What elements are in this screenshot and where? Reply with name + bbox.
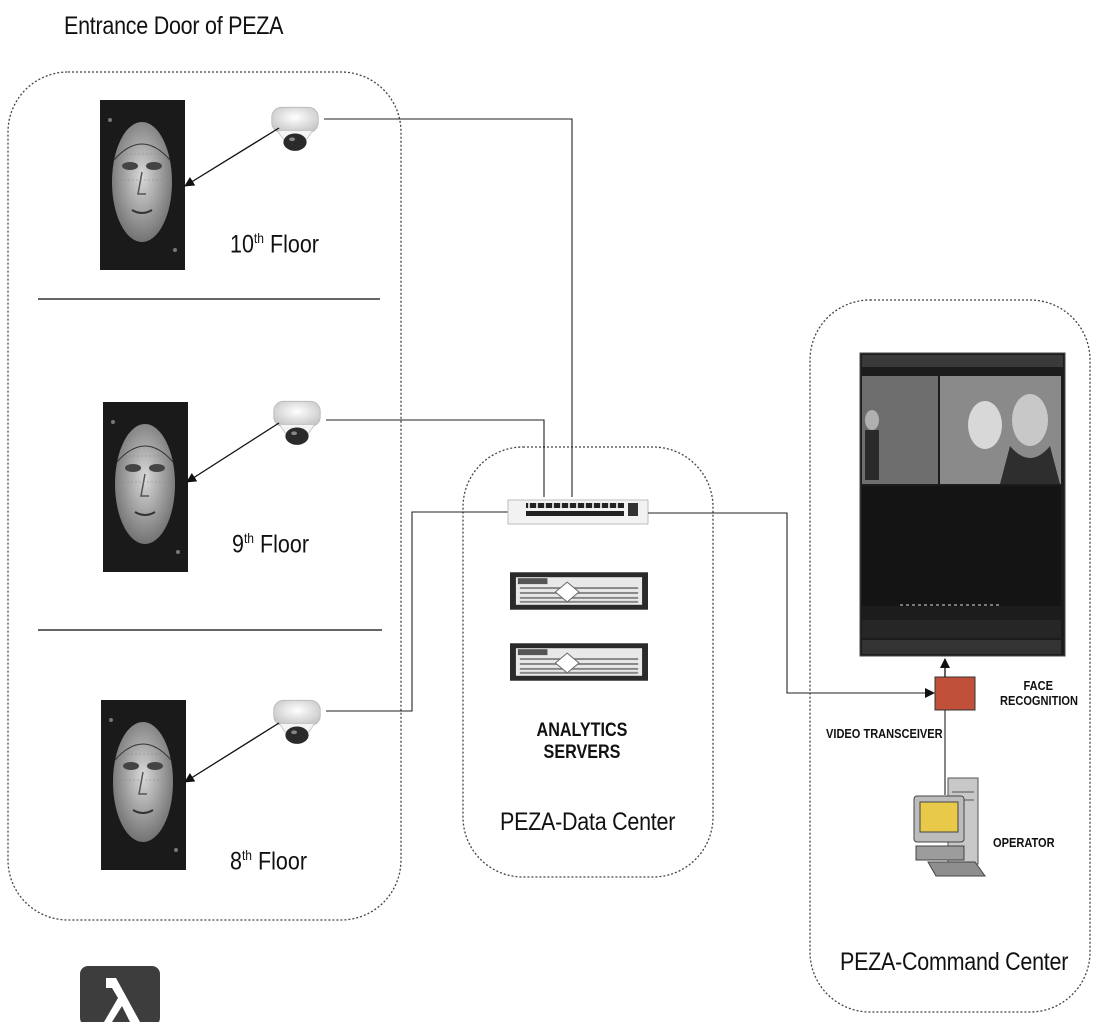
surveillance-monitor-icon [859, 352, 1066, 657]
data-center-group-border [462, 446, 714, 878]
rack-server-icon [510, 572, 648, 610]
camera-to-face-arrow [184, 127, 280, 187]
camera-to-face-arrow [186, 422, 280, 483]
face-recognition-label: FACE RECOGNITION [1000, 678, 1078, 708]
video-transceiver-icon [934, 676, 976, 711]
face-scan-icon [101, 700, 186, 870]
face-scan-icon [103, 402, 188, 572]
camera-8-link [326, 511, 520, 712]
face-scan-icon [100, 100, 185, 270]
command-center-title: PEZA-Command Center [840, 948, 1069, 976]
floor-label-9: 9th Floor [232, 530, 309, 559]
data-center-title: PEZA-Data Center [500, 808, 676, 836]
switch-to-transceiver-link [648, 512, 935, 698]
network-switch-icon [507, 499, 649, 525]
floor-label-8: 8th Floor [230, 847, 307, 876]
camera-10-link [324, 118, 573, 497]
rack-server-icon [510, 643, 648, 681]
dome-camera-icon [271, 106, 319, 152]
floor-label-10: 10th Floor [230, 230, 319, 259]
analytics-servers-label: ANALYTICS SERVERS [536, 720, 628, 763]
lambda-logo-icon [80, 966, 160, 1022]
video-transceiver-label: VIDEO TRANSCEIVER [826, 726, 943, 741]
operator-label: OPERATOR [993, 835, 1055, 850]
desktop-computer-icon [913, 777, 986, 877]
dome-camera-icon [273, 400, 321, 446]
dome-camera-icon [273, 699, 321, 745]
command-center-group-border [809, 299, 1091, 1013]
floors-group-border [7, 71, 402, 921]
building-title: Entrance Door of PEZA [64, 12, 284, 40]
camera-to-face-arrow [184, 722, 280, 783]
camera-9-link [326, 419, 545, 497]
